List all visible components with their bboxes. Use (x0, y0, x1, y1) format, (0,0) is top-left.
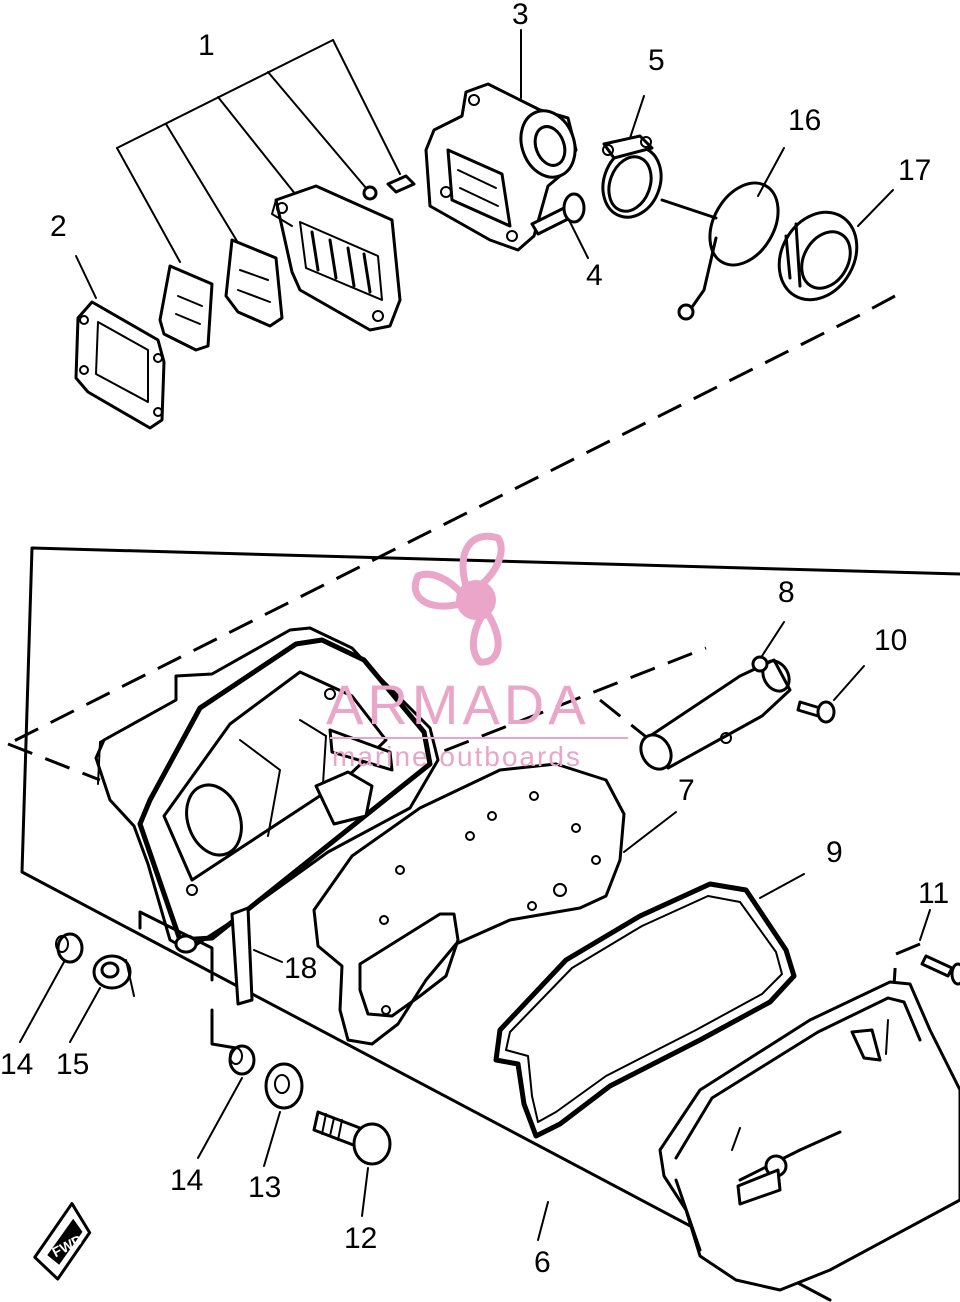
leader-lines-upper (75, 29, 894, 299)
fwd-arrow-icon: FWD (33, 1202, 92, 1281)
bolt-part-12 (312, 1110, 392, 1217)
oring-part-16 (660, 181, 780, 321)
grommet-part-15 (69, 954, 135, 1043)
callout-10: 10 (874, 624, 907, 657)
leader-line-6 (537, 1201, 549, 1241)
callout-9: 9 (826, 836, 843, 869)
bracket-lines-lower-left (138, 910, 238, 1050)
collar-part-14b (197, 1044, 256, 1159)
callout-1: 1 (198, 29, 215, 62)
silencer-body-part-6 (94, 626, 440, 954)
reed-block-part-1 (271, 174, 416, 332)
callout-5: 5 (648, 44, 665, 77)
callout-4: 4 (586, 259, 603, 292)
cover-part (658, 980, 960, 1292)
callout-13: 13 (248, 1171, 281, 1204)
manifold-part-3 (424, 82, 578, 252)
callout-3: 3 (512, 0, 529, 31)
propeller-logo-icon (411, 532, 505, 666)
callout-7: 7 (678, 774, 695, 807)
screw-part-10 (796, 665, 865, 724)
callout-14-left: 14 (0, 1048, 33, 1081)
callout-2: 2 (50, 210, 67, 243)
washer-part-13 (263, 1062, 304, 1167)
watermark-tagline: marine outboards (332, 741, 582, 772)
clamp-part-5 (601, 134, 663, 219)
callout-8: 8 (778, 576, 795, 609)
screw-part-11 (919, 909, 960, 986)
callout-11: 11 (918, 877, 949, 910)
bolt-part-4 (530, 192, 586, 236)
callout-15: 15 (56, 1048, 89, 1081)
gasket-part-2 (74, 300, 166, 430)
seal-ring-part-9 (493, 873, 805, 1139)
callout-6: 6 (534, 1246, 551, 1279)
watermark-brand: ARMADA (326, 673, 590, 736)
hose-part-18 (230, 906, 283, 1006)
callout-17: 17 (898, 154, 931, 187)
reed-petal-parts-1 (158, 238, 284, 352)
callout-16: 16 (788, 104, 821, 137)
seal-part-17 (777, 210, 859, 302)
callout-18: 18 (284, 952, 317, 985)
pipe-part-8 (639, 621, 792, 771)
callout-14-right: 14 (170, 1164, 203, 1197)
collar-part-14a (19, 932, 84, 1043)
callout-12: 12 (344, 1222, 377, 1255)
callout-numbers: 1 2 3 4 5 16 17 8 10 7 9 11 18 14 15 14 … (0, 0, 949, 1279)
plate-part-7 (312, 762, 677, 1046)
watermark: ARMADA marine outboards (326, 532, 628, 772)
